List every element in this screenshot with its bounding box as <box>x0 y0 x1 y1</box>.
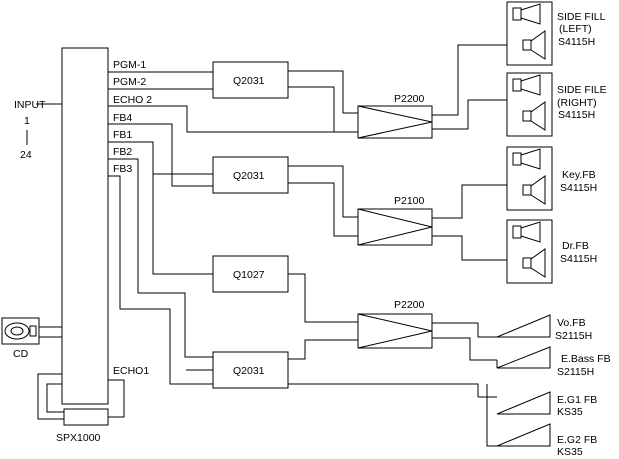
m3-model: KS35 <box>557 406 583 418</box>
m1-name: Vo.FB <box>557 317 586 329</box>
eq-label-1: Q2031 <box>233 75 265 87</box>
sp1-name2: (LEFT) <box>559 23 592 35</box>
effect-return-loop-inner <box>46 383 64 413</box>
bus-pgm1: PGM-1 <box>113 59 146 71</box>
wire-eq1-out-a <box>288 70 358 114</box>
wire-eq1-out-b <box>288 86 335 132</box>
m4-name: E.G2 FB <box>557 434 597 446</box>
effect-return-loop <box>37 373 64 420</box>
wire-amp2-out-a <box>432 184 507 219</box>
amp-2 <box>357 208 433 246</box>
m1-model: S2115H <box>555 330 592 342</box>
cd-player <box>1 317 40 345</box>
effect-label: SPX1000 <box>56 432 101 444</box>
wire-amp1-out-a <box>432 44 507 116</box>
eq-box-4 <box>212 351 289 389</box>
amp-label-2: P2100 <box>394 195 425 207</box>
wire-fb3 <box>108 175 479 397</box>
cd-label: CD <box>13 348 29 360</box>
bus-echo1: ECHO1 <box>113 365 149 377</box>
bus-fb1: FB1 <box>113 129 132 141</box>
input-range-end: 24 <box>20 149 32 161</box>
sp2-model: S4115H <box>558 109 595 121</box>
monitor-wedge-3 <box>496 391 551 415</box>
bus-echo2: ECHO 2 <box>113 94 152 106</box>
sp2-name2: (RIGHT) <box>557 97 597 109</box>
sp1-model: S4115H <box>558 36 595 48</box>
wire-amp3-out-b <box>432 337 497 361</box>
wire-eq3-out <box>288 273 358 323</box>
eq-label-4: Q2031 <box>233 365 265 377</box>
m2-model: S2115H <box>557 366 594 378</box>
sp3-name: Key.FB <box>562 169 596 181</box>
wire-fb4 <box>108 123 213 187</box>
amp-1 <box>357 105 433 139</box>
wire-echo2 <box>108 105 358 133</box>
wire-eq2-out-b <box>288 182 358 237</box>
wire-fb1 <box>108 141 213 175</box>
wire-eq4-out <box>288 339 358 360</box>
mixing-console <box>61 47 109 405</box>
eq-label-2: Q2031 <box>233 170 265 182</box>
m3-name: E.G1 FB <box>557 394 597 406</box>
eq-label-3: Q1027 <box>233 269 265 281</box>
speaker-cabinet-2 <box>506 72 553 137</box>
amp-label-3: P2200 <box>394 299 425 311</box>
bus-fb3: FB3 <box>113 163 132 175</box>
amp-label-1: P2200 <box>394 93 425 105</box>
wire-amp1-out-b <box>432 99 507 130</box>
spx1000-unit <box>63 408 109 426</box>
monitor-wedge-4 <box>496 423 551 447</box>
sp3-model: S4115H <box>560 182 597 194</box>
amp-3 <box>357 313 433 349</box>
wire-fb2-a <box>108 158 139 168</box>
bus-fb4: FB4 <box>113 112 132 124</box>
monitor-wedge-2 <box>496 346 551 369</box>
sp1-name1: SIDE FILL <box>557 11 606 23</box>
input-range-start: 1 <box>24 115 30 127</box>
wire-eq2-out-a <box>288 165 358 218</box>
m4-model: KS35 <box>557 446 583 458</box>
wire-fb2 <box>137 168 213 358</box>
sp4-model: S4115H <box>560 253 597 265</box>
m2-name: E.Bass FB <box>561 353 611 365</box>
speaker-cabinet-4 <box>506 219 553 284</box>
speaker-cabinet-1 <box>506 1 553 66</box>
wire-amp3-out-a <box>432 322 497 338</box>
speaker-cabinet-3 <box>506 146 553 211</box>
bus-fb2: FB2 <box>113 146 132 158</box>
wire-fb1-eq3 <box>152 174 213 275</box>
eq-box-3 <box>212 255 289 293</box>
input-label: INPUT <box>14 99 46 111</box>
wire-eg2 <box>486 384 497 447</box>
eq-box-2 <box>212 156 289 194</box>
wire-amp2-out-b <box>432 235 507 261</box>
sp2-name1: SIDE FILE <box>557 84 607 96</box>
bus-pgm2: PGM-2 <box>113 76 146 88</box>
sp4-name: Dr.FB <box>562 240 589 252</box>
echo1-send <box>108 379 125 418</box>
eq-box-1 <box>212 61 289 99</box>
monitor-wedge-1 <box>496 314 551 338</box>
